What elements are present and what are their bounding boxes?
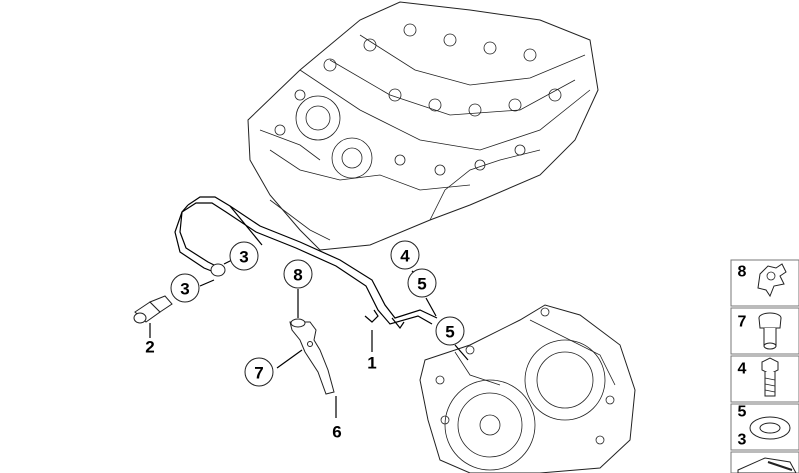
part-label-2: 2 xyxy=(145,338,154,357)
callout-3-lower: 3 xyxy=(170,273,200,303)
callout-5-lower-label: 5 xyxy=(445,323,454,342)
water-pump-drawing xyxy=(419,304,636,473)
callout-7: 7 xyxy=(244,357,274,387)
callout-3-upper-label: 3 xyxy=(239,248,248,267)
gasket-icon xyxy=(737,457,797,473)
hex-bolt-icon xyxy=(761,357,779,397)
callout-5-upper: 5 xyxy=(407,268,437,298)
callout-3-upper: 3 xyxy=(229,241,259,271)
bolt-part-2-drawing xyxy=(133,295,173,324)
part-label-1: 1 xyxy=(367,354,376,373)
callout-5-upper-label: 5 xyxy=(417,275,426,294)
parts-legend: 8 7 4 5 3 xyxy=(730,259,799,473)
leader-lines xyxy=(149,258,469,418)
legend-label-8: 8 xyxy=(738,264,747,281)
coolant-pipe-drawing xyxy=(174,196,438,330)
callout-7-label: 7 xyxy=(254,364,263,383)
clip-icon xyxy=(757,263,787,298)
flange-bolt-icon xyxy=(758,312,782,350)
cylinder-head-drawing xyxy=(247,1,599,251)
legend-label-5: 5 xyxy=(738,404,747,421)
legend-label-3: 3 xyxy=(738,432,747,449)
callout-4: 4 xyxy=(390,240,420,270)
bracket-part-6-drawing xyxy=(289,318,335,395)
legend-label-7: 7 xyxy=(738,314,747,331)
part-label-6: 6 xyxy=(332,423,341,442)
callout-3-lower-label: 3 xyxy=(180,280,189,299)
callout-5-lower: 5 xyxy=(435,316,465,346)
legend-label-4: 4 xyxy=(738,361,747,378)
sealing-ring-icon xyxy=(749,416,791,440)
callout-4-label: 4 xyxy=(400,247,410,266)
callout-8-label: 8 xyxy=(293,266,302,285)
callout-8: 8 xyxy=(283,259,313,289)
